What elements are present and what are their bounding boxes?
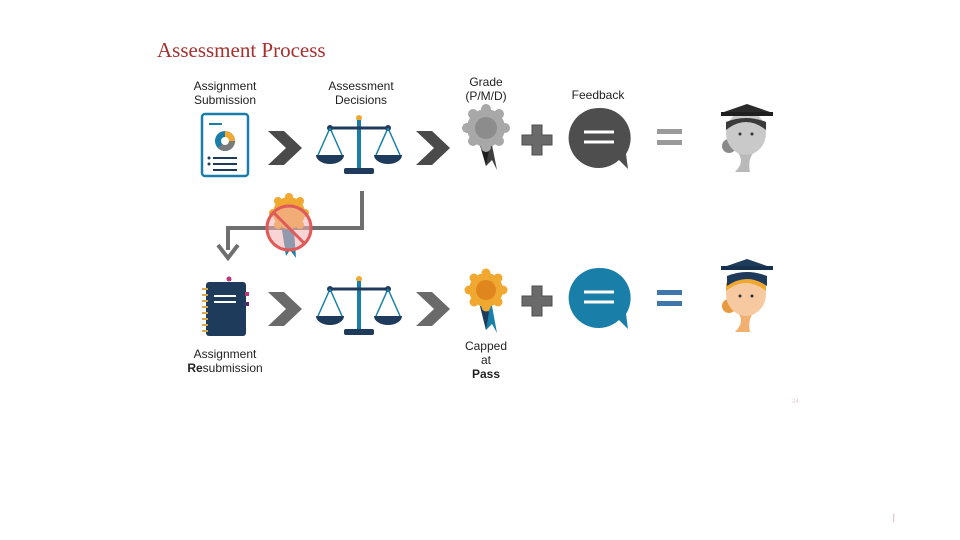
label-feedback: Feedback xyxy=(571,88,625,102)
chevron-right-icon xyxy=(416,292,450,326)
equals-icon xyxy=(657,290,682,306)
grey-rosette-icon xyxy=(462,104,510,170)
arrow-head-icon xyxy=(216,243,240,262)
label-line: Assignment xyxy=(193,79,257,93)
chevron-right-icon xyxy=(268,292,302,326)
label-bold: Re xyxy=(187,361,203,375)
graduate-icon xyxy=(721,259,773,332)
no-grade-icon xyxy=(265,193,313,258)
equals-icon xyxy=(657,129,682,145)
slide-number: | xyxy=(892,512,895,522)
page-title: Assessment Process xyxy=(157,38,326,62)
label-line: Submission xyxy=(193,93,257,107)
label-bold: Pass xyxy=(471,367,501,381)
chevron-right-icon xyxy=(268,131,302,165)
label-line: Assessment xyxy=(328,79,394,93)
label-assessment-decisions: Assessment Decisions xyxy=(316,79,406,107)
speech-bubble-icon xyxy=(568,107,631,169)
speech-bubble-icon xyxy=(568,267,631,329)
label-line: at xyxy=(480,353,491,367)
label-line: Pass xyxy=(446,367,526,381)
label-rest: submission xyxy=(202,361,263,375)
plus-icon xyxy=(521,124,553,156)
scales-icon xyxy=(316,115,402,174)
gold-rosette-icon xyxy=(464,268,508,333)
label-grade: Grade (P/M/D) xyxy=(446,75,526,103)
label-line: Capped xyxy=(464,339,508,353)
label-line: Assignment xyxy=(193,347,257,361)
chevron-right-icon xyxy=(416,131,450,165)
label-line: (P/M/D) xyxy=(465,89,507,103)
label-assignment-resubmission: Assignment Resubmission xyxy=(180,347,270,375)
scales-icon xyxy=(316,276,402,335)
label-line: Resubmission xyxy=(180,361,270,375)
graduate-icon xyxy=(721,104,773,172)
label-line: Grade xyxy=(469,75,503,89)
document-icon xyxy=(200,112,250,178)
tiny-number: 24 xyxy=(792,399,799,405)
plus-icon xyxy=(521,285,553,317)
label-assignment-submission: Assignment Submission xyxy=(180,79,270,107)
label-line: Decisions xyxy=(334,93,388,107)
label-capped-at-pass: Capped at Pass xyxy=(446,339,526,381)
notebook-icon xyxy=(202,276,249,336)
